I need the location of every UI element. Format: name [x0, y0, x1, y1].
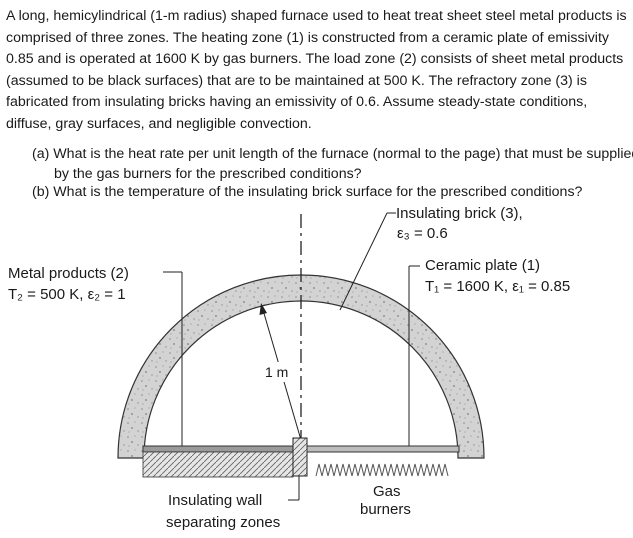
ceramic-plate-label: Ceramic plate (1): [425, 257, 540, 274]
gas-burner-flames: [315, 463, 449, 477]
ceramic-plate: [306, 445, 460, 453]
metal-products-label: Metal products (2): [8, 265, 129, 282]
insulating-brick-label: Insulating brick (3),: [396, 205, 523, 222]
question-a: (a) What is the heat rate per unit lengt…: [32, 146, 633, 182]
gas-burners-label-line2: burners: [360, 501, 411, 518]
insulating-brick-leader: [339, 212, 388, 311]
insulating-brick-emissivity: ε₃ = 0.6: [397, 225, 448, 242]
insulating-wall: [292, 437, 308, 477]
problem-statement: A long, hemicylindrical (1-m radius) sha…: [6, 8, 627, 132]
metal-products-props: T₂ = 500 K, ε₂ = 1: [8, 286, 126, 303]
insulating-wall-label-line2: separating zones: [166, 514, 280, 531]
metal-products-plate: [142, 445, 294, 453]
insulating-wall-label-line1: Insulating wall: [168, 492, 262, 509]
insulating-brick-shell: [117, 274, 485, 459]
radius-arrowhead: [259, 303, 267, 315]
radius-label: 1 m: [265, 364, 288, 380]
question-b: (b) What is the temperature of the insul…: [32, 184, 583, 200]
ceramic-plate-props: T₁ = 1600 K, ε₁ = 0.85: [425, 278, 570, 295]
gas-burners-label-line1: Gas: [373, 483, 401, 500]
metal-products-base: [142, 451, 294, 478]
